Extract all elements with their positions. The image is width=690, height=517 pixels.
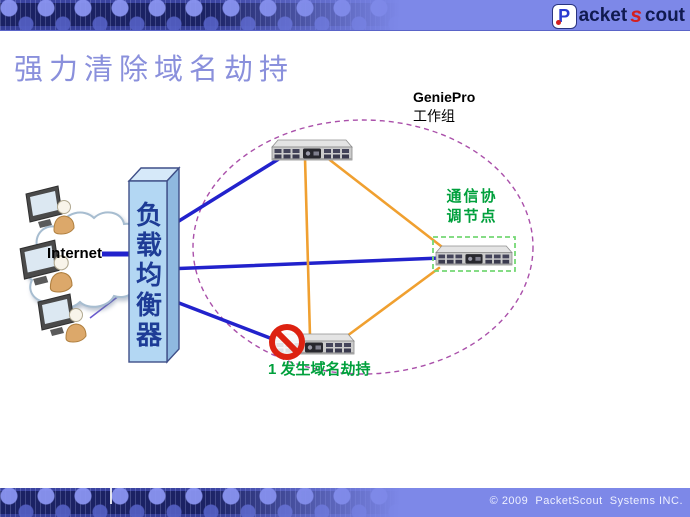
logo-p-letter: P [558, 5, 571, 26]
workgroup-ellipse [192, 119, 534, 375]
coordination-node-label-line1: 通信协 [446, 188, 498, 205]
lb-char: 器 [136, 321, 163, 351]
logo-p-icon: P [551, 3, 577, 29]
copyright-text: © 2009 PacketScout Systems INC. [489, 495, 683, 507]
prohibition-icon [269, 324, 305, 360]
page-title: 强力清除域名劫持 [14, 52, 295, 86]
coordination-node-label: 通信协 调节点 [436, 187, 508, 227]
server-icon-top [271, 139, 353, 161]
workgroup-subtitle: 工作组 [413, 108, 455, 124]
load-balancer-label: 负 载 均 衡 器 [136, 203, 162, 349]
workgroup-title: GeniePro [413, 89, 476, 105]
logo-text-part1: acket [578, 5, 628, 26]
coordination-node-box [432, 236, 516, 272]
lb-char: 载 [136, 231, 163, 261]
text-cursor [110, 486, 112, 504]
lb-char: 均 [136, 261, 163, 291]
lb-char: 衡 [136, 291, 163, 321]
internet-label: Internet [47, 245, 103, 262]
packetscout-logo: P acket s cout [551, 3, 685, 29]
blue-links [164, 150, 443, 345]
logo-text-part2: cout [644, 5, 685, 26]
server-icon-coordination [435, 245, 513, 266]
footer-band [0, 488, 690, 517]
orange-links [303, 155, 448, 338]
coordination-node-label-line2: 调节点 [446, 208, 498, 225]
load-balancer-box [127, 166, 181, 364]
lb-char: 负 [136, 201, 163, 231]
logo-s-accent: s [630, 4, 642, 27]
header-band: P acket s cout [0, 0, 690, 31]
hijack-step-label: 1 发生域名劫持 [268, 361, 371, 378]
